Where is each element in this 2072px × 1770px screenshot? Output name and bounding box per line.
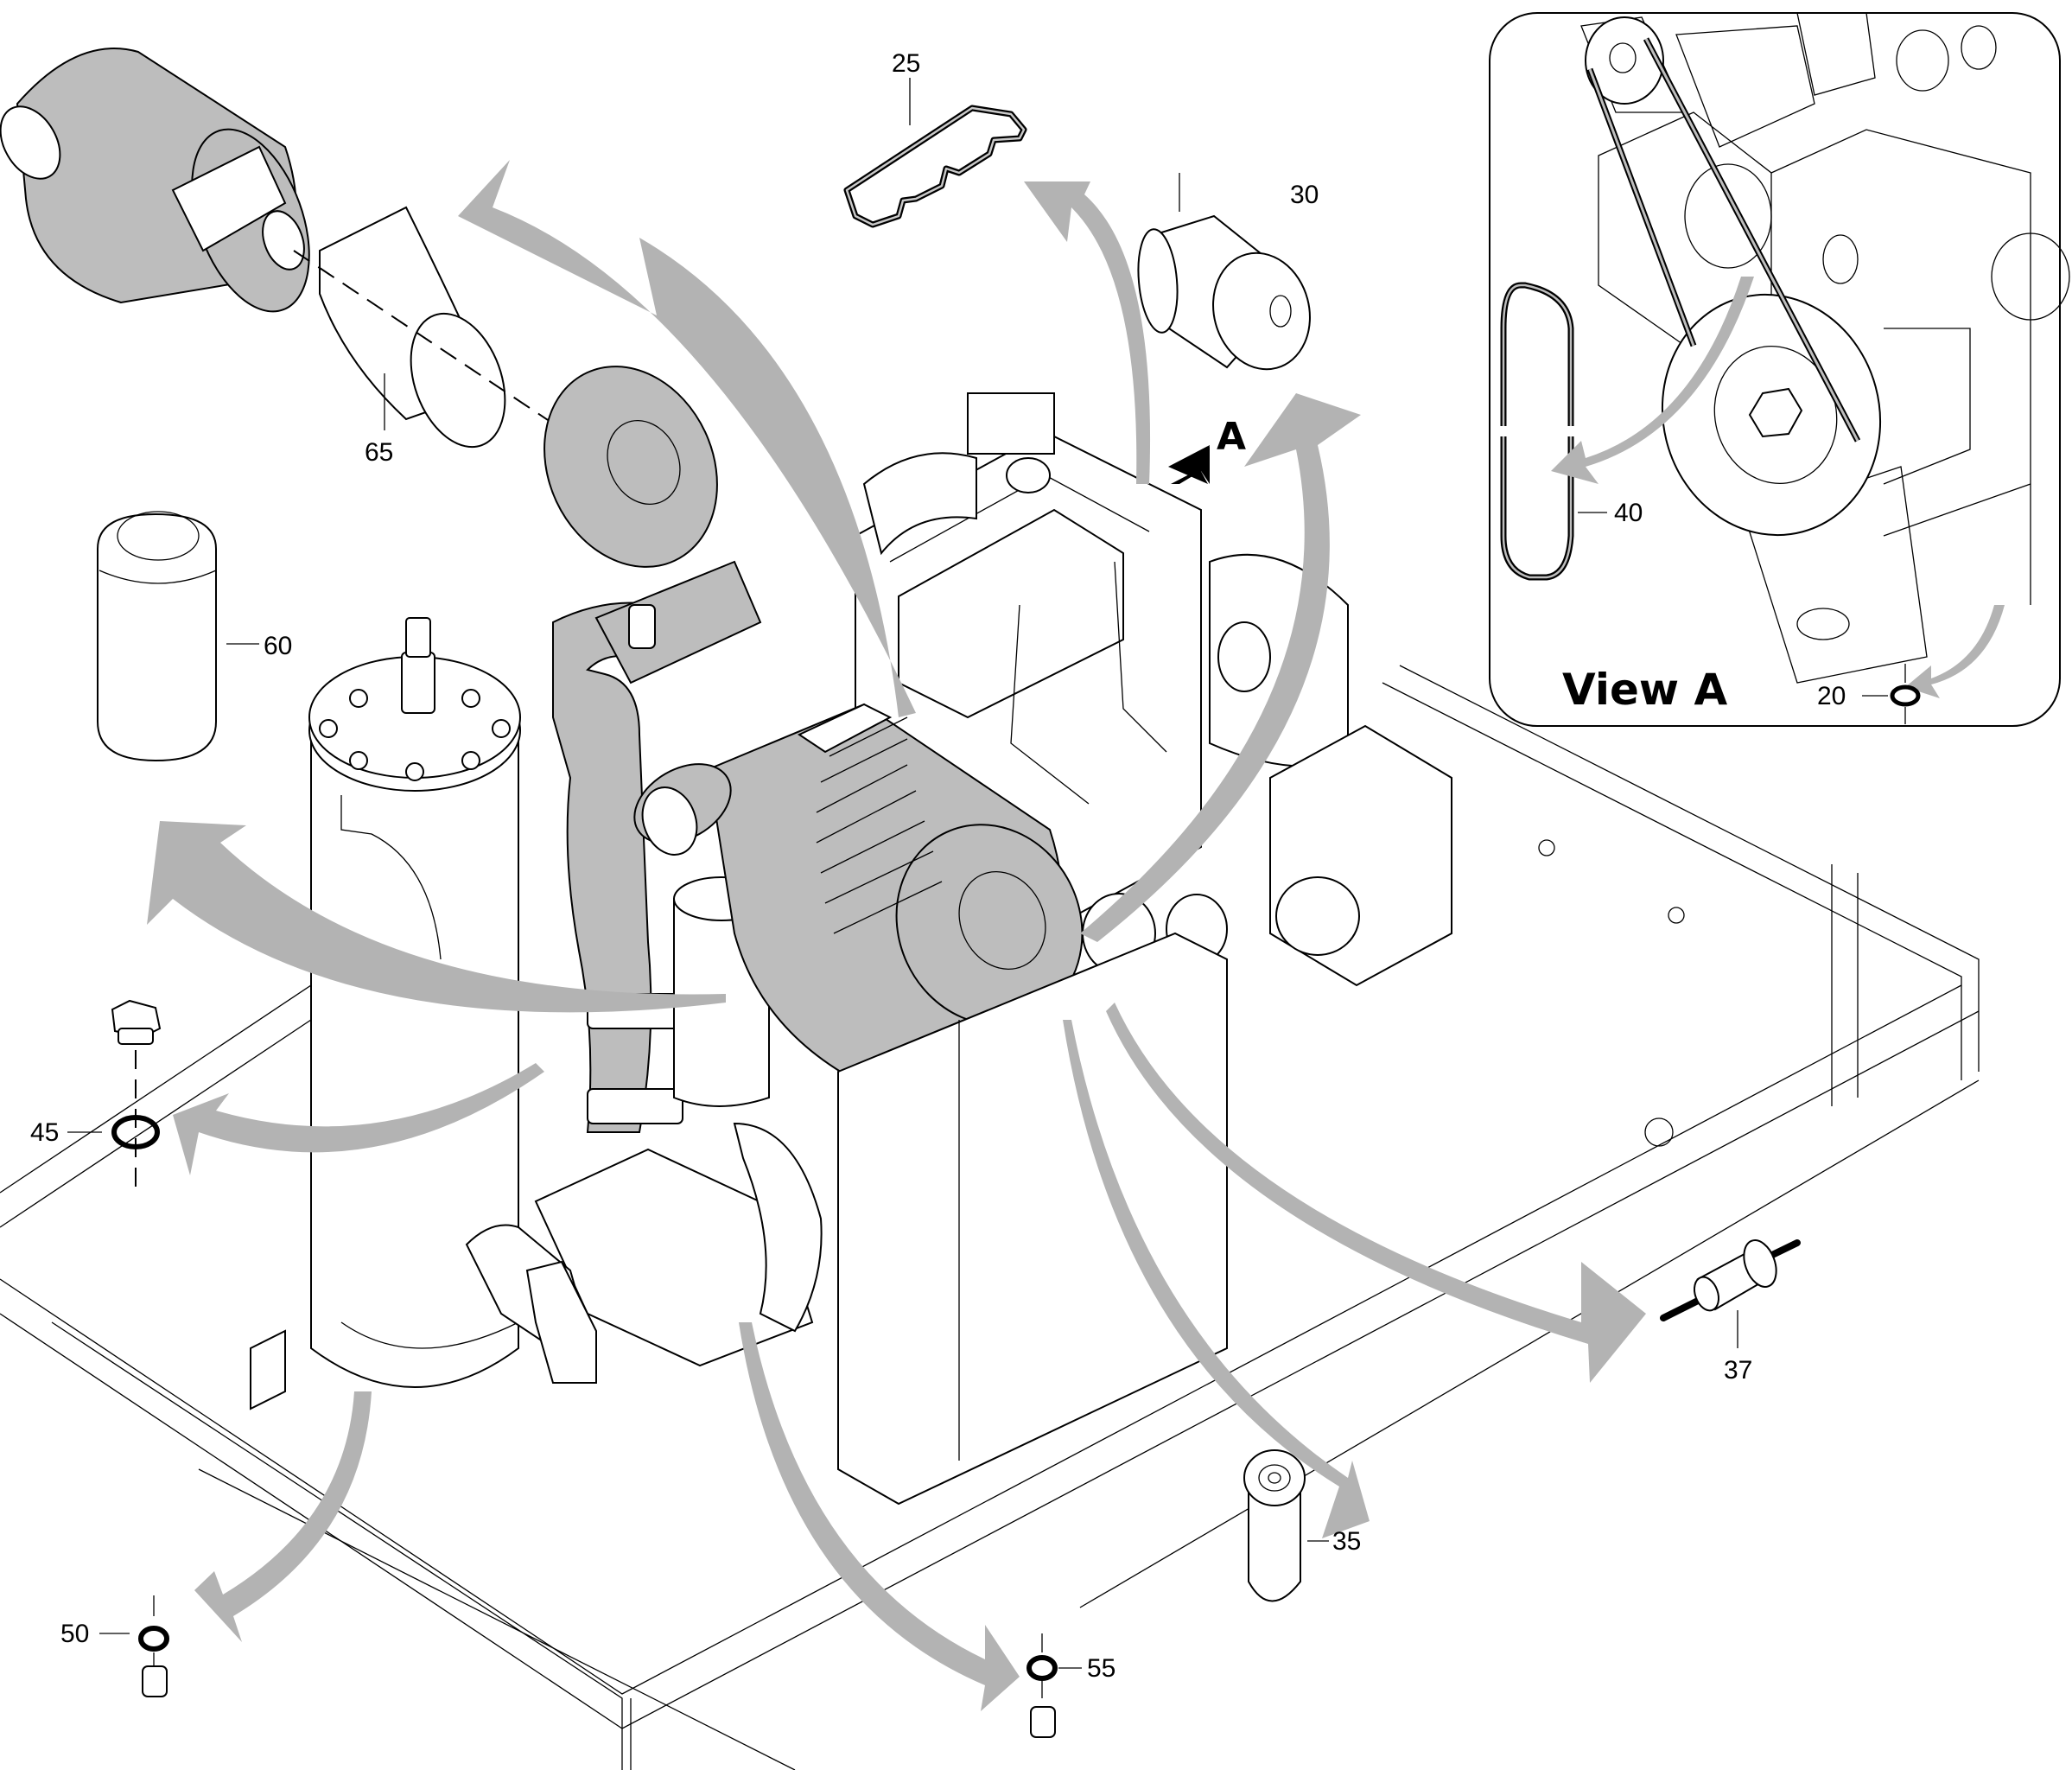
callout-45: 45 bbox=[30, 1118, 59, 1147]
callout-50: 50 bbox=[60, 1620, 89, 1648]
part-seal-50[interactable]: 50 bbox=[60, 1595, 169, 1697]
intake-hose bbox=[552, 560, 762, 1133]
arrow-to-seal-50 bbox=[194, 1391, 372, 1642]
part-separator-element-60[interactable]: 60 bbox=[97, 511, 292, 762]
callout-25: 25 bbox=[892, 49, 920, 78]
arrow-to-air-filter bbox=[458, 160, 916, 717]
part-seal-55[interactable]: 55 bbox=[1026, 1633, 1115, 1738]
filter-ribs bbox=[816, 716, 943, 934]
separator-tank bbox=[250, 617, 521, 1410]
arrow-to-gasket bbox=[1024, 181, 1151, 484]
compressor-element bbox=[465, 932, 1228, 1506]
arrow-to-seal-55 bbox=[739, 1322, 1020, 1711]
arrow-to-seal-45 bbox=[173, 1063, 544, 1175]
tank-bolts bbox=[319, 689, 511, 781]
arrow-to-oil-filter bbox=[1080, 393, 1361, 942]
part-air-filter-element-65[interactable]: 65 bbox=[0, 48, 749, 595]
part-fuel-filter-35[interactable]: 35 bbox=[1243, 1449, 1361, 1602]
callout-37: 37 bbox=[1724, 1356, 1752, 1385]
callout-30: 30 bbox=[1290, 181, 1319, 209]
air-filter-housing bbox=[633, 703, 1084, 1082]
callout-60: 60 bbox=[264, 632, 292, 660]
inset-engine-art bbox=[1580, 12, 2070, 684]
callout-20: 20 bbox=[1817, 682, 1846, 710]
view-marker-letter: A bbox=[1217, 415, 1246, 459]
callout-35: 35 bbox=[1332, 1527, 1361, 1556]
view-direction-marker: A bbox=[1168, 415, 1246, 484]
part-drive-belt-40[interactable]: 40 bbox=[1490, 282, 1643, 581]
arrow-to-separator-element bbox=[147, 821, 726, 1013]
callout-40: 40 bbox=[1614, 499, 1643, 527]
arrow-to-drive-belt bbox=[1551, 277, 1754, 484]
arrow-to-seal-20 bbox=[1905, 605, 2005, 698]
inset-title: View A bbox=[1562, 665, 1727, 715]
part-seal-20[interactable]: 20 bbox=[1817, 664, 1921, 724]
removal-arrows bbox=[147, 160, 1646, 1711]
engine-block bbox=[855, 392, 1452, 987]
part-gasket-25[interactable]: 25 bbox=[843, 49, 1027, 228]
part-inline-fuel-filter-37[interactable]: 37 bbox=[1660, 1236, 1801, 1385]
part-seal-45[interactable]: 45 bbox=[30, 999, 162, 1197]
part-oil-filter-30[interactable]: 30 bbox=[1135, 173, 1323, 380]
arrow-to-inline-fuel-filter bbox=[1106, 1003, 1646, 1383]
callout-65: 65 bbox=[365, 438, 393, 467]
inset-view-a: 40 20 View A bbox=[1489, 12, 2070, 727]
callout-55: 55 bbox=[1087, 1654, 1115, 1683]
